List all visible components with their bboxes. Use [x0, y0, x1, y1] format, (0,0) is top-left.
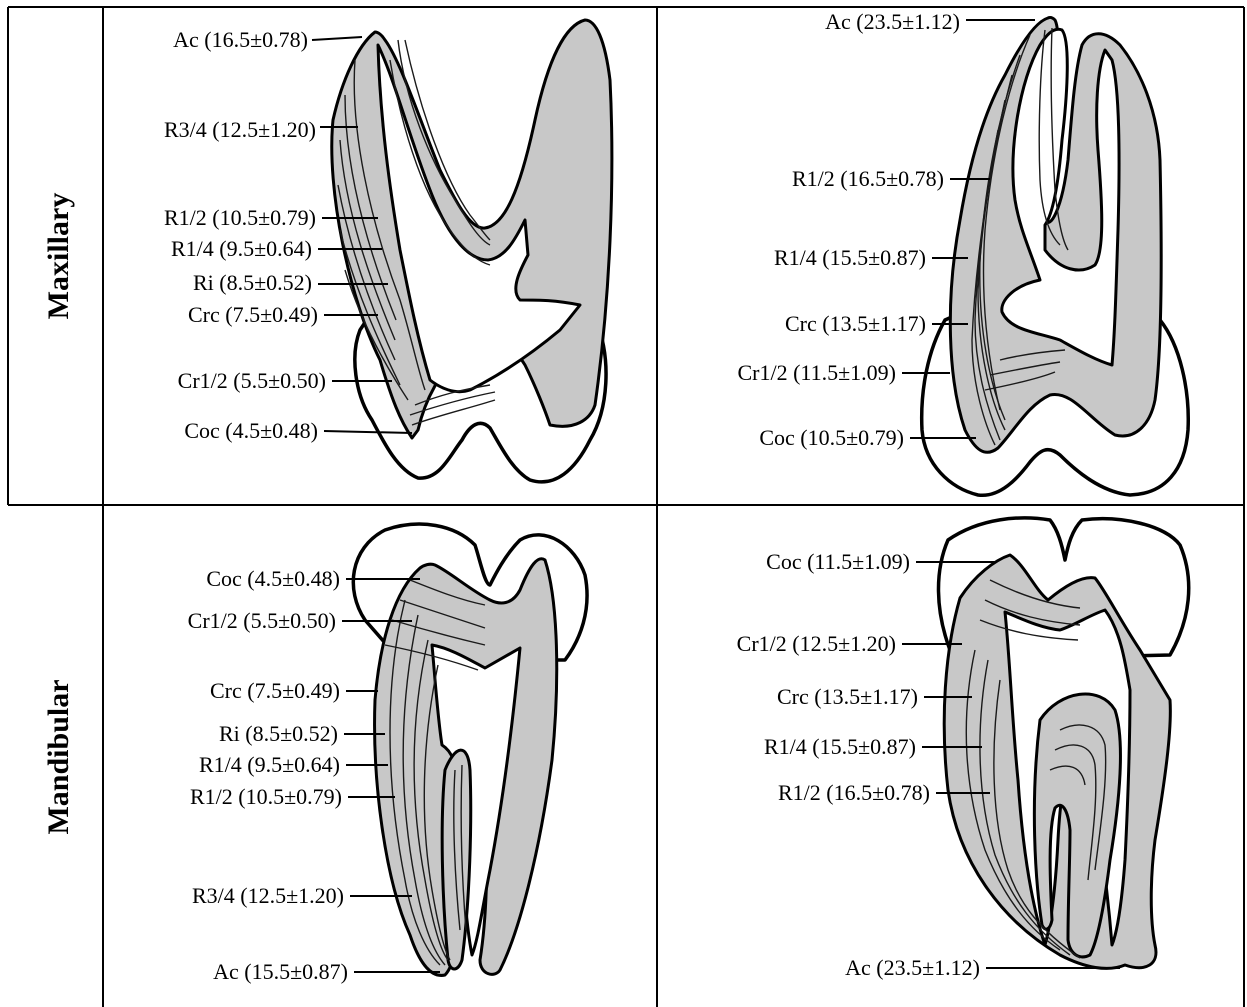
label-mand-right-crc: Crc (13.5±1.17) — [777, 684, 918, 709]
tooth-mandibular-right — [938, 518, 1188, 968]
label-max-left-ac: Ac (16.5±0.78) — [173, 27, 308, 52]
label-mand-left-r12: R1/2 (10.5±0.79) — [190, 784, 342, 809]
label-max-right-cr12: Cr1/2 (11.5±1.09) — [737, 360, 896, 385]
label-mand-right-coc: Coc (11.5±1.09) — [766, 549, 910, 574]
label-max-right-ac: Ac (23.5±1.12) — [825, 9, 960, 34]
label-max-right-crc: Crc (13.5±1.17) — [785, 311, 926, 336]
label-mand-left-r34: R3/4 (12.5±1.20) — [192, 883, 344, 908]
label-max-left-coc: Coc (4.5±0.48) — [184, 418, 318, 443]
row-label-mandibular: Mandibular — [42, 679, 75, 834]
label-max-left-ri: Ri (8.5±0.52) — [193, 270, 312, 295]
label-mand-left-cr12: Cr1/2 (5.5±0.50) — [188, 608, 336, 633]
label-mand-left-crc: Crc (7.5±0.49) — [210, 678, 340, 703]
label-mand-right-ac: Ac (23.5±1.12) — [845, 955, 980, 980]
label-max-right-coc: Coc (10.5±0.79) — [759, 425, 904, 450]
label-max-left-r34: R3/4 (12.5±1.20) — [164, 117, 316, 142]
label-mand-left-ri: Ri (8.5±0.52) — [219, 721, 338, 746]
label-max-right-r12: R1/2 (16.5±0.78) — [792, 166, 944, 191]
tooth-maxillary-left — [332, 20, 612, 482]
label-mand-left-r14: R1/4 (9.5±0.64) — [199, 752, 340, 777]
row-label-maxillary: Maxillary — [42, 193, 75, 320]
label-mand-left-coc: Coc (4.5±0.48) — [206, 566, 340, 591]
label-mand-right-cr12: Cr1/2 (12.5±1.20) — [737, 631, 896, 656]
label-max-left-cr12: Cr1/2 (5.5±0.50) — [178, 368, 326, 393]
label-max-left-crc: Crc (7.5±0.49) — [188, 302, 318, 327]
tooth-mandibular-left — [353, 524, 587, 975]
label-mand-right-r14: R1/4 (15.5±0.87) — [764, 734, 916, 759]
tooth-maxillary-right — [922, 17, 1189, 495]
label-max-left-r14: R1/4 (9.5±0.64) — [171, 236, 312, 261]
label-max-left-r12: R1/2 (10.5±0.79) — [164, 205, 316, 230]
label-mand-right-r12: R1/2 (16.5±0.78) — [778, 780, 930, 805]
label-max-right-r14: R1/4 (15.5±0.87) — [774, 245, 926, 270]
label-mand-left-ac: Ac (15.5±0.87) — [213, 959, 348, 984]
